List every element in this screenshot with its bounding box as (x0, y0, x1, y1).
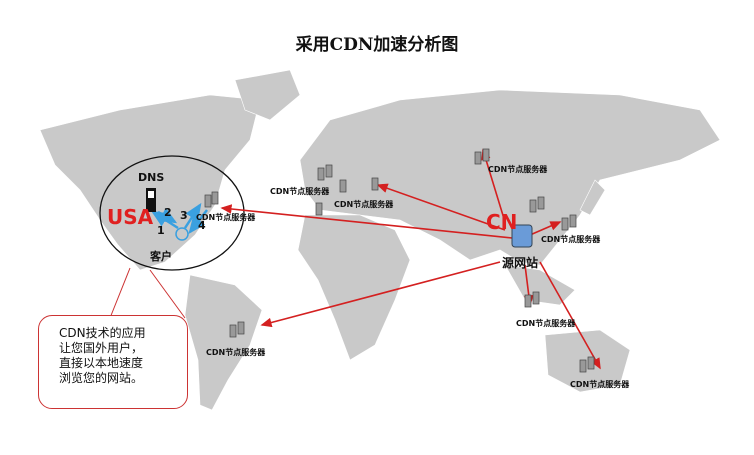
callout-line: 让您国外用户， (59, 341, 144, 355)
cdn-node-label-southeast-asia: CDN节点服务器 (516, 319, 576, 328)
cn-label: CN (486, 210, 518, 234)
cdn-node-server-icons (204, 148, 595, 373)
cdn-node-label-usa: CDN节点服务器 (196, 213, 256, 222)
page-title: 采用CDN加速分析图 (295, 35, 459, 55)
japan (579, 179, 606, 216)
dns-server-icon (146, 188, 156, 212)
step-4: 4 (198, 219, 206, 232)
south-america (184, 274, 263, 411)
callout-line: CDN技术的应用 (59, 326, 146, 340)
greenland (234, 69, 301, 121)
southeast-asia (504, 264, 576, 306)
cdn-node-label-europe: CDN节点服务器 (334, 200, 394, 209)
step-1: 1 (157, 224, 165, 237)
north-america (39, 94, 261, 271)
dns-flow-arrows (150, 202, 208, 234)
callout-line: 浏览您的网站。 (59, 371, 144, 385)
callout-line: 直接以本地速度 (59, 356, 144, 370)
cdn-node-label-south-america: CDN节点服务器 (206, 348, 266, 357)
africa (297, 214, 411, 361)
client-icon (175, 227, 189, 241)
distribution-arrows (220, 148, 601, 370)
callout-pointer (109, 267, 186, 319)
cdn-node-label-japan: CDN节点服务器 (541, 235, 601, 244)
origin-server-icon (511, 224, 533, 248)
client-label: 客户 (150, 250, 172, 263)
dns-label: DNS (138, 171, 165, 184)
eurasia (299, 89, 721, 266)
cdn-node-label-europe-west: CDN节点服务器 (270, 187, 330, 196)
step-3: 3 (180, 209, 188, 222)
cdn-node-label-australia: CDN节点服务器 (570, 380, 630, 389)
cdn-node-label-russia: CDN节点服务器 (488, 165, 548, 174)
australia (544, 329, 631, 393)
usa-highlight-ellipse (99, 155, 245, 271)
origin-site-label: 源网站 (502, 256, 539, 270)
usa-label: USA (107, 205, 154, 229)
step-2: 2 (164, 206, 172, 219)
callout-box: CDN技术的应用 让您国外用户， 直接以本地速度 浏览您的网站。 (38, 315, 188, 409)
